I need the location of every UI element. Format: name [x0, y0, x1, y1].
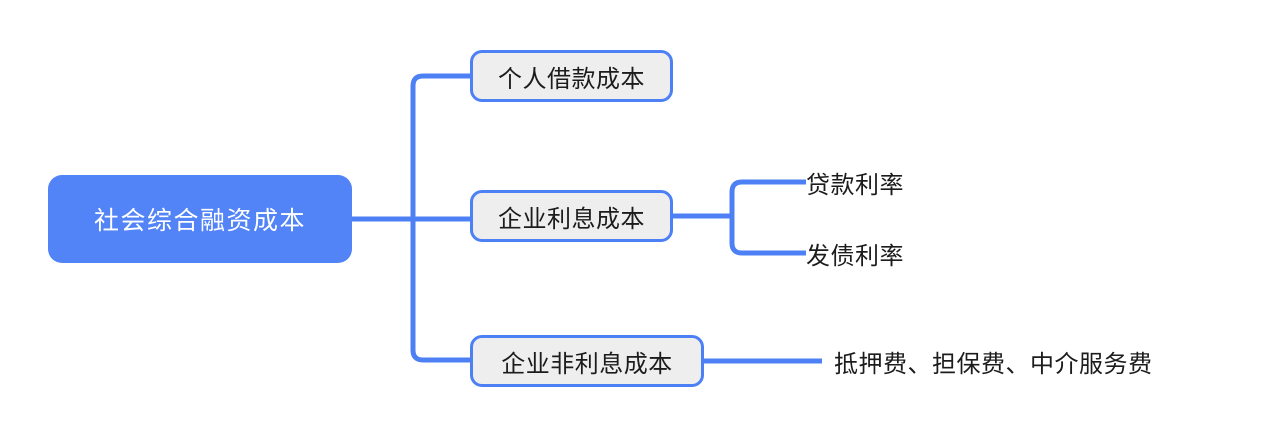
branch-node-personal-borrowing-cost[interactable]: 个人借款成本	[470, 50, 673, 102]
branch-node-enterprise-non-interest-cost[interactable]: 企业非利息成本	[470, 335, 704, 387]
connector-leaf-2	[729, 242, 806, 256]
leaf-node-fees-list[interactable]: 抵押费、担保费、中介服务费	[834, 350, 1153, 378]
connector-leaf-1	[729, 179, 806, 193]
connector-branch-1	[410, 73, 470, 87]
leaf-node-loan-rate[interactable]: 贷款利率	[806, 171, 904, 199]
branch-node-enterprise-interest-cost[interactable]: 企业利息成本	[470, 190, 673, 242]
connector-branch-3	[410, 349, 470, 363]
leaf-node-bond-issuance-rate[interactable]: 发债利率	[806, 242, 904, 270]
root-node[interactable]: 社会综合融资成本	[48, 175, 352, 263]
